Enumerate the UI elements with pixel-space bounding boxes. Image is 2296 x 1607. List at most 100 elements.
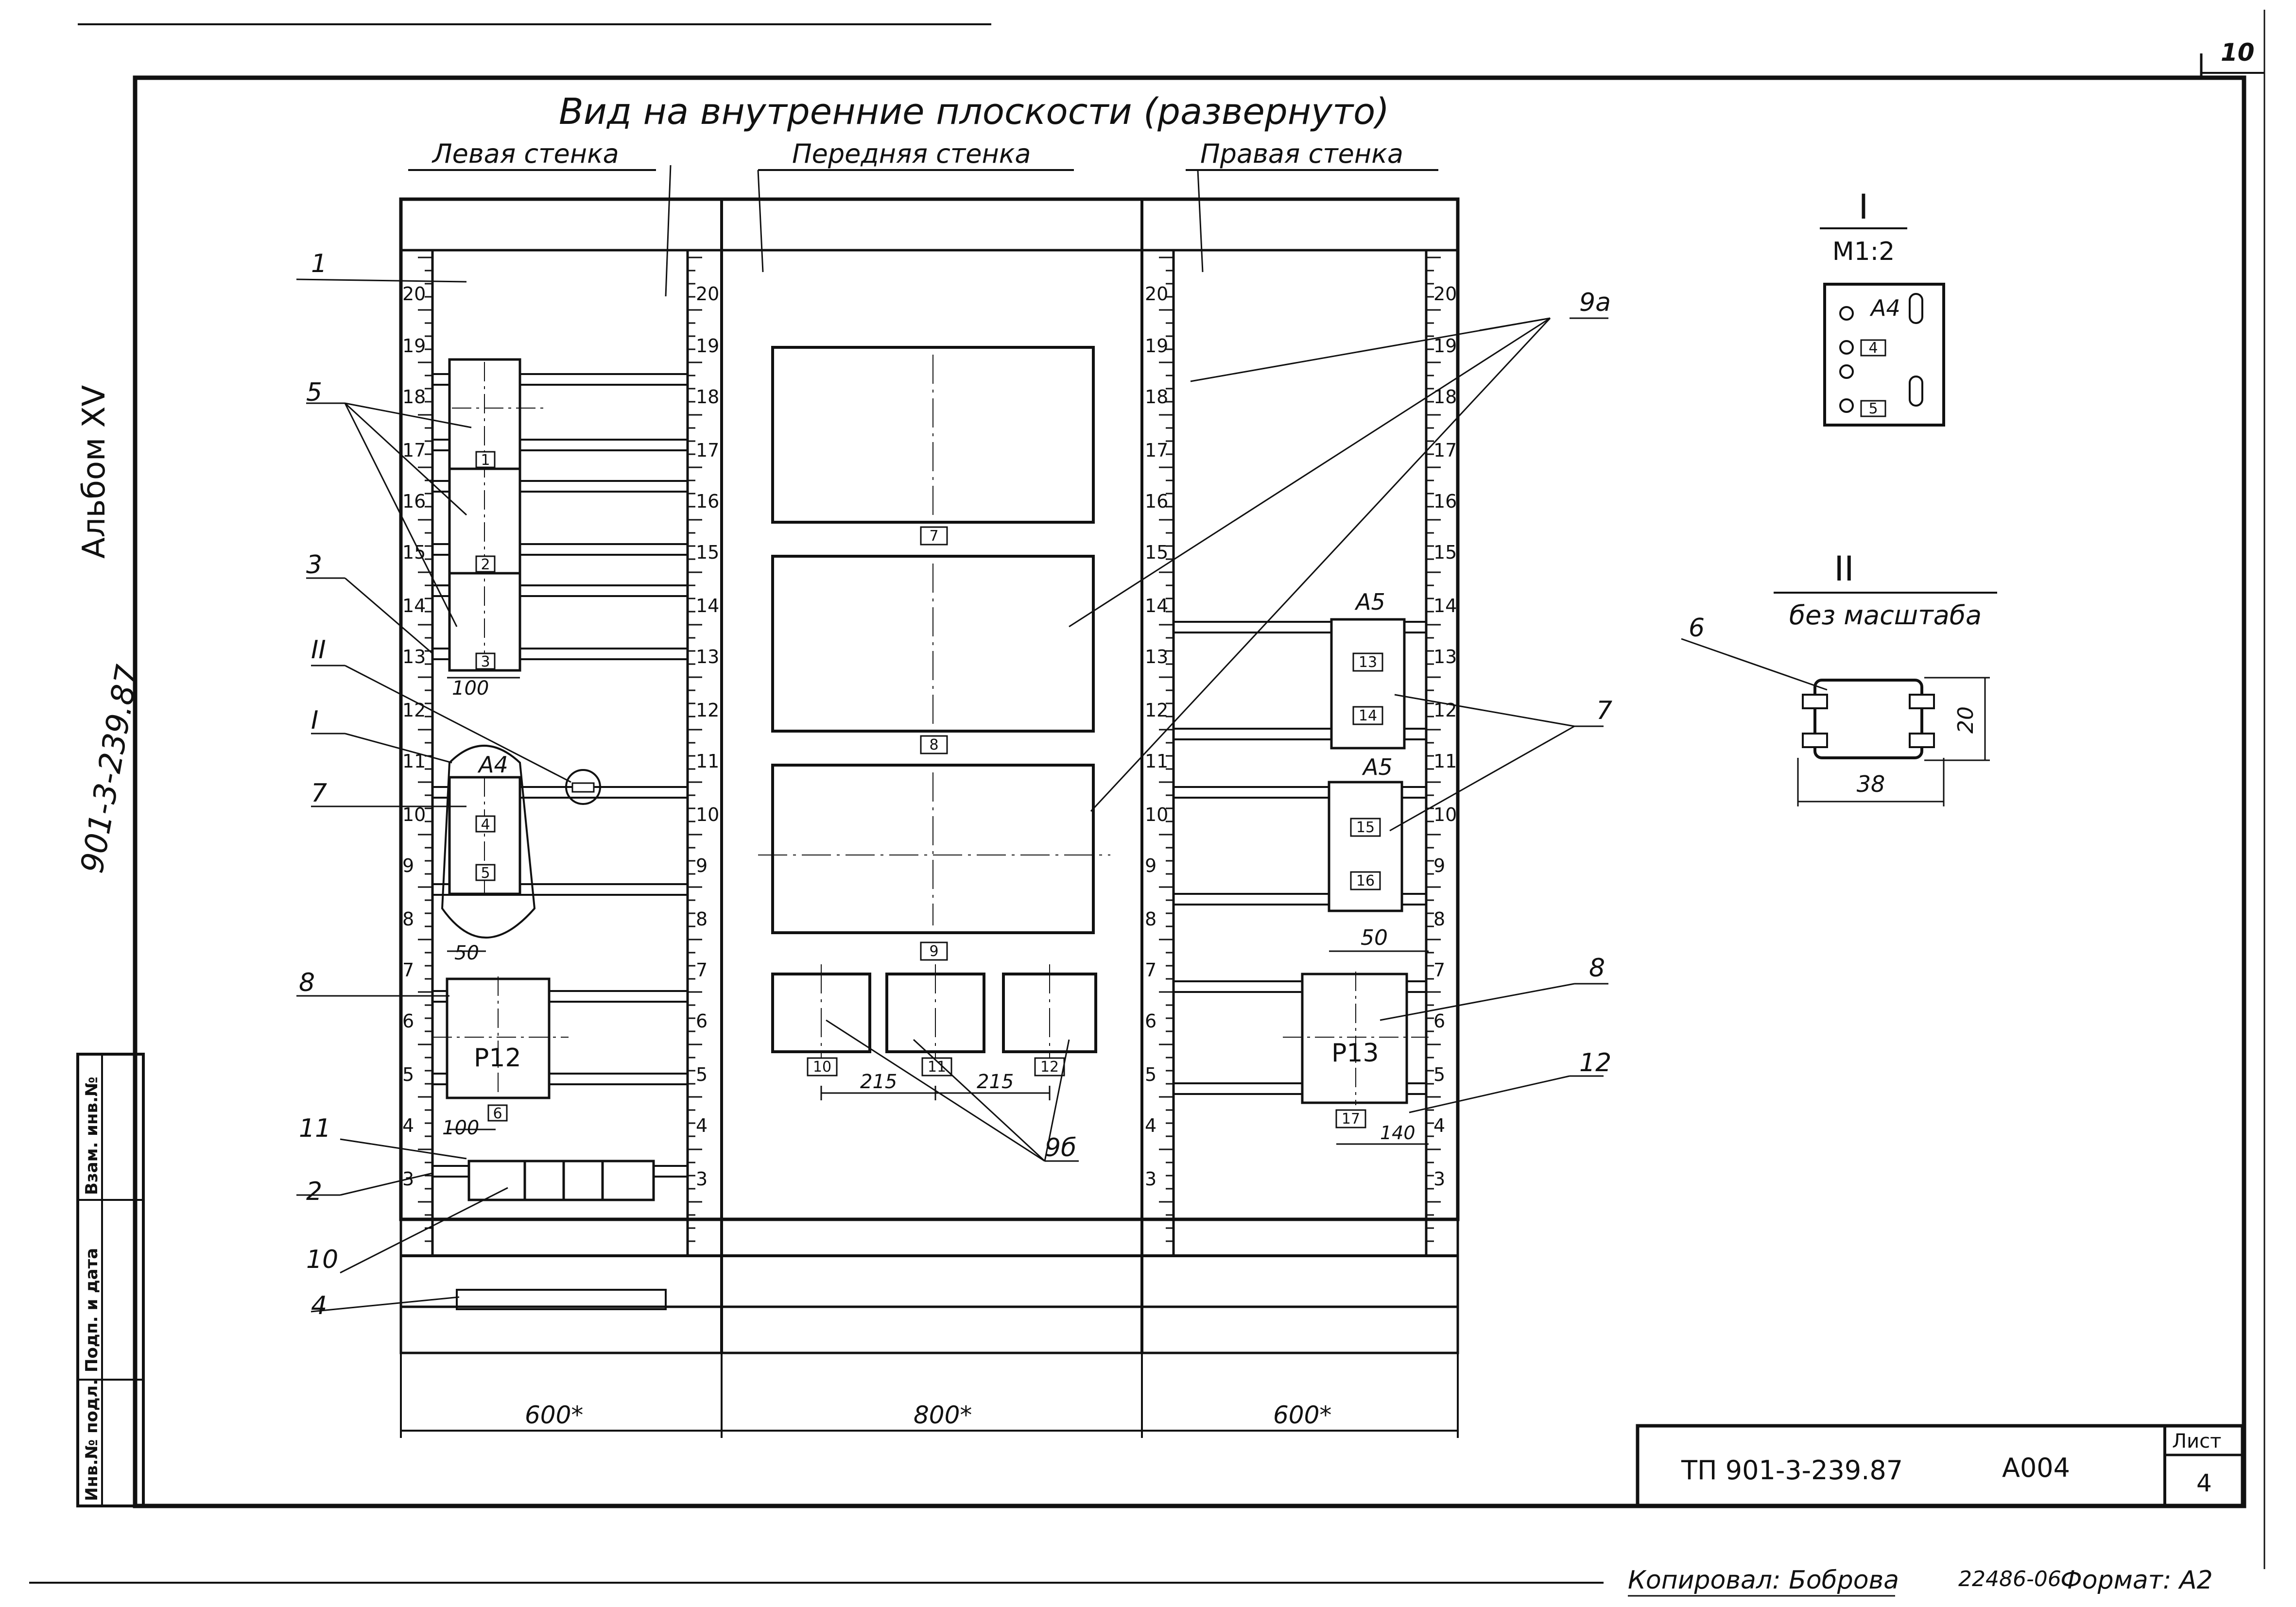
scale-inner-7: 7	[696, 959, 708, 981]
callout-11: 11	[299, 1114, 331, 1143]
scale-right-19: 19	[1145, 335, 1168, 357]
scale-far-right-5: 5	[1433, 1064, 1445, 1085]
scale-far-right-8: 8	[1433, 908, 1445, 930]
marker-16: 16	[1356, 872, 1375, 889]
scale-far-right-14: 14	[1433, 595, 1457, 616]
marker-12: 12	[1040, 1059, 1059, 1076]
dim-50-left: 50	[454, 942, 479, 964]
scale-far-right-17: 17	[1433, 440, 1457, 461]
scale-inner-13: 13	[696, 646, 719, 667]
scale-right-4: 4	[1145, 1115, 1157, 1136]
marker-8: 8	[929, 736, 938, 753]
marker-5: 5	[481, 865, 490, 882]
title-block-sheet-label: Лист	[2172, 1430, 2221, 1453]
dim-100-top: 100	[452, 677, 489, 700]
scale-left-6: 6	[402, 1010, 414, 1032]
scale-far-right-20: 20	[1433, 283, 1457, 305]
detail-II-scale: без масштаба	[1789, 600, 1982, 631]
device-a5-bottom-label: А5	[1362, 754, 1393, 780]
scale-left-18: 18	[402, 386, 426, 408]
scale-inner-20: 20	[696, 283, 719, 305]
callout-7-right: 7	[1596, 696, 1612, 725]
stamp-sign-label: Подп. и дата	[82, 1248, 102, 1372]
callout-10: 10	[306, 1245, 338, 1274]
marker-14: 14	[1359, 707, 1377, 724]
scale-right-9: 9	[1145, 855, 1157, 876]
detail-I-scale: М1:2	[1832, 237, 1895, 266]
scale-far-right-19: 19	[1433, 335, 1457, 357]
scale-right: 20 19 18 17 16 15 14 13 12 11 10 9 8 7 6…	[1145, 283, 1168, 1190]
scale-left-15: 15	[402, 542, 426, 563]
scale-far-right-10: 10	[1433, 804, 1457, 825]
scale-inner-11: 11	[696, 751, 719, 772]
scale-far-right-16: 16	[1433, 491, 1457, 512]
right-wall-centerlines	[1283, 972, 1429, 1105]
bottom-dimensions	[400, 1353, 1459, 1438]
detail-I-a4: А4	[1869, 295, 1900, 321]
scale-inner-4: 4	[696, 1115, 708, 1136]
leader-lines	[296, 278, 1608, 1313]
marker-10: 10	[813, 1059, 831, 1076]
callout-4: 4	[311, 1291, 327, 1320]
detail-II-callout: 6	[1689, 614, 1705, 643]
scale-right-18: 18	[1145, 386, 1168, 408]
footer-format: Формат: А2	[2060, 1566, 2213, 1595]
scale-inner-5: 5	[696, 1064, 708, 1085]
footer-order: 22486-06	[1958, 1567, 2061, 1591]
wall-front-heading: Передняя стенка	[792, 138, 1031, 169]
device-p13-label: Р13	[1331, 1039, 1379, 1068]
scale-right-13: 13	[1145, 646, 1168, 667]
scale-right-16: 16	[1145, 491, 1168, 512]
device-p12-label: Р12	[474, 1043, 521, 1073]
callout-9a: 9а	[1579, 288, 1611, 317]
marker-6: 6	[493, 1105, 502, 1122]
scale-far-right: 20 19 18 17 16 15 14 13 12 11 10 9 8 7 6…	[1433, 283, 1457, 1190]
left-dimensions	[447, 677, 520, 1130]
dim-140: 140	[1380, 1122, 1416, 1144]
scale-inner-14: 14	[696, 595, 719, 616]
callout-8-right: 8	[1589, 954, 1605, 983]
width-front: 800*	[914, 1401, 972, 1429]
left-wall-din-rails	[432, 373, 689, 1178]
scale-right-7: 7	[1145, 959, 1157, 981]
scale-far-right-3: 3	[1433, 1168, 1445, 1190]
sheet-frame	[29, 10, 2265, 1584]
callout-I: I	[311, 706, 318, 735]
scale-inner-10: 10	[696, 804, 719, 825]
title-block-sheet-value: 4	[2196, 1469, 2212, 1497]
scale-far-right-15: 15	[1433, 542, 1457, 563]
device-a5-top-label: А5	[1354, 589, 1385, 615]
callout-9b: 9б	[1045, 1133, 1076, 1163]
scale-right-6: 6	[1145, 1010, 1157, 1032]
callout-5: 5	[306, 378, 322, 407]
marker-7: 7	[929, 528, 938, 545]
callout-12: 12	[1579, 1048, 1611, 1077]
scale-right-5: 5	[1145, 1064, 1157, 1085]
scale-right-12: 12	[1145, 700, 1168, 721]
detail-I-marker-4: 4	[1868, 340, 1878, 357]
scale-inner: 20 19 18 17 16 15 14 13 12 11 10 9 8 7 6…	[696, 283, 719, 1190]
marker-17: 17	[1342, 1111, 1360, 1128]
detail-II-width: 38	[1857, 771, 1885, 797]
scale-far-right-6: 6	[1433, 1010, 1445, 1032]
scale-right-17: 17	[1145, 440, 1168, 461]
detail-I-marker-5: 5	[1868, 400, 1878, 417]
scale-right-3: 3	[1145, 1168, 1157, 1190]
rails	[399, 249, 1459, 1257]
scale-right-10: 10	[1145, 804, 1168, 825]
marker-1: 1	[481, 452, 490, 469]
scale-left-20: 20	[402, 283, 426, 305]
callout-labels: 1 5 3 II I 7 8 11 2 10 4 9а 7 8 12 9б	[299, 249, 1612, 1320]
width-left: 600*	[525, 1401, 583, 1429]
wall-left-heading: Левая стенка	[432, 138, 619, 169]
right-markers: 13 14 15 16 17	[1335, 652, 1383, 1128]
sheet-number-top: 10	[2221, 38, 2255, 67]
detail-II-height: 20	[1953, 706, 1978, 734]
scale-inner-12: 12	[696, 700, 719, 721]
front-markers: 7 8 9 10 11 12	[807, 526, 1065, 1077]
right-dimensions	[1329, 950, 1429, 1145]
scale-far-right-4: 4	[1433, 1115, 1445, 1136]
stamp-replace-label: Взам. инв.№	[82, 1077, 102, 1195]
front-wall-centerlines	[758, 355, 1110, 1059]
scale-far-right-18: 18	[1433, 386, 1457, 408]
